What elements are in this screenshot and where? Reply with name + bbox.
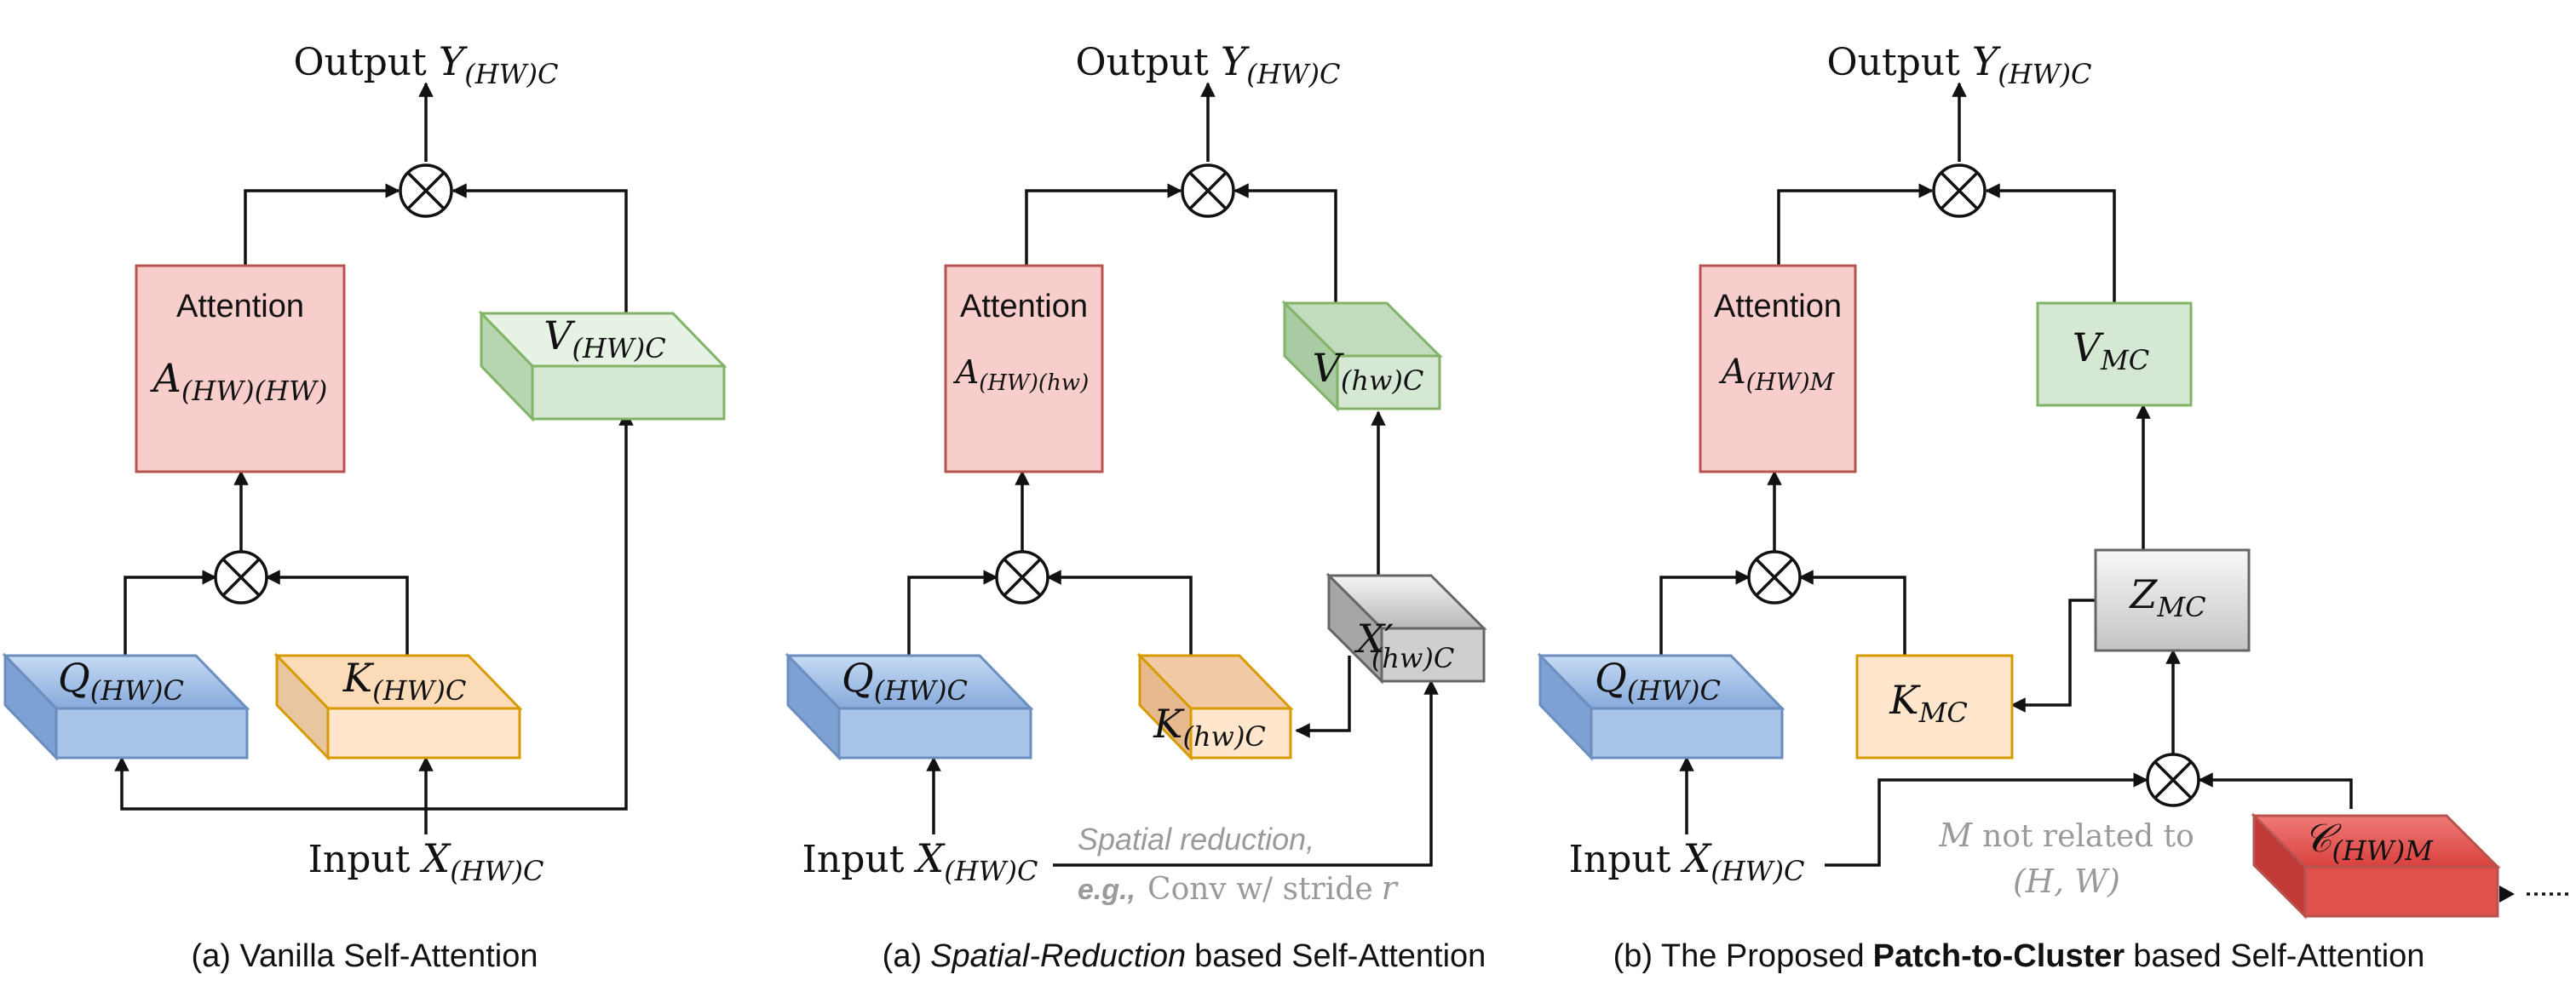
- arrow-input-to-cluster-mult: [1825, 772, 2148, 867]
- attention-title: Attention: [176, 289, 304, 324]
- arrow-input-to-q: [114, 756, 426, 811]
- cluster-assignment-label: 𝒞(HW)M: [2303, 815, 2434, 867]
- arrow-v-to-mult: [1233, 183, 1337, 303]
- query-label: Q(HW)C: [842, 655, 968, 707]
- attention-matrix-label: A(HW)(hw): [953, 353, 1089, 396]
- panel-vanilla: Attention A(HW)(HW) V(HW)C Q(HW)C K(HW)C…: [2, 38, 727, 974]
- cluster-note-line2: (H, W): [2013, 863, 2120, 900]
- arrow-q-to-mult: [124, 570, 217, 656]
- value-label: V(hw)C: [1313, 345, 1424, 397]
- arrow-reduced-to-k: [1295, 656, 1351, 738]
- key-cube: K(HW)C: [273, 652, 523, 761]
- key-label: K(hw)C: [1153, 701, 1266, 753]
- arrow-input-to-v: [426, 410, 634, 811]
- key-label: KMC: [1889, 677, 1968, 729]
- arrow-k-to-mult: [1798, 570, 1906, 656]
- arrow-v-to-mult: [451, 183, 628, 313]
- key-box: KMC: [1855, 654, 2014, 760]
- multiply-output-icon: [399, 163, 453, 218]
- reduced-input-label: X′(hw)C: [1354, 616, 1455, 674]
- arrow-input-to-reduced: [1053, 679, 1439, 867]
- panel-patch-to-cluster: Attention A(HW)M VMC ZMC KMC Q(HW)C: [1537, 38, 2573, 974]
- attention-matrix-label: A(HW)(HW): [150, 355, 328, 407]
- multiply-output-icon: [1932, 163, 1987, 218]
- arrow-q-to-mult: [907, 570, 998, 656]
- value-label: VMC: [2073, 324, 2149, 376]
- panel-a-connectors: [114, 82, 634, 834]
- cluster-assignment-cube: 𝒞(HW)M: [2251, 812, 2501, 920]
- query-label: Q(HW)C: [58, 655, 184, 707]
- value-cube: V(HW)C: [478, 310, 727, 422]
- key-cube: K(hw)C: [1136, 652, 1294, 761]
- arrow-v-to-mult: [1985, 183, 2116, 303]
- attention-title: Attention: [1714, 289, 1842, 324]
- cluster-input-arrowhead: [2499, 886, 2515, 903]
- attention-matrix-label: A(HW)M: [1718, 353, 1836, 396]
- query-cube: Q(HW)C: [2, 652, 250, 761]
- arrow-k-to-mult: [1046, 570, 1193, 656]
- arrow-attention-to-mult: [1777, 183, 1934, 266]
- arrow-q-to-mult: [1659, 570, 1751, 656]
- reduction-note-line1: Spatial reduction,: [1078, 822, 1314, 857]
- multiply-qk-icon: [995, 550, 1049, 605]
- query-cube: Q(HW)C: [1537, 652, 1785, 761]
- cluster-feature-box: ZMC: [2094, 548, 2251, 652]
- reduced-input-cube: X′(hw)C: [1325, 572, 1487, 685]
- value-box: VMC: [2036, 301, 2193, 407]
- attention-title: Attention: [960, 289, 1088, 324]
- arrow-attention-to-mult: [244, 183, 400, 266]
- panel-spatial-reduction: Attention A(HW)(hw) V(hw)C Q(HW)C K(hw)C: [785, 38, 1487, 974]
- cluster-feature-label: ZMC: [2128, 571, 2205, 623]
- query-cube: Q(HW)C: [785, 652, 1034, 761]
- attention-box: Attention A(HW)(hw): [944, 264, 1104, 473]
- multiply-qk-icon: [1747, 550, 1802, 605]
- multiply-qk-icon: [214, 550, 268, 605]
- arrow-z-to-k: [2010, 599, 2096, 713]
- attention-box: Attention A(HW)(HW): [135, 264, 346, 473]
- arrow-k-to-mult: [265, 570, 409, 656]
- arrow-attention-to-mult: [1025, 183, 1182, 266]
- value-cube: V(hw)C: [1281, 300, 1443, 412]
- attention-box: Attention A(HW)M: [1699, 264, 1857, 473]
- query-label: Q(HW)C: [1595, 655, 1721, 707]
- panel-c-connectors: [1659, 82, 2573, 903]
- key-label: K(HW)C: [342, 655, 467, 707]
- multiply-cluster-icon: [2146, 753, 2200, 807]
- panel-b-connectors: [907, 82, 1439, 867]
- caption-vanilla: (a) Vanilla Self-Attention: [192, 938, 538, 974]
- arrow-cluster-to-mult: [2198, 772, 2353, 809]
- multiply-output-icon: [1181, 163, 1235, 218]
- value-label: V(HW)C: [543, 312, 665, 364]
